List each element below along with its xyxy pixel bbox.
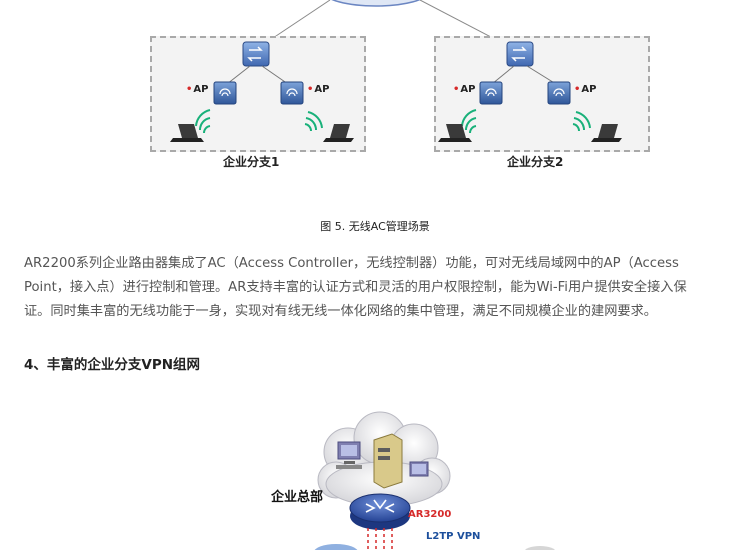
ap-label: •AP [307,84,330,95]
server-icon [373,433,403,489]
laptop-icon [323,124,354,142]
cloud-fragment [524,546,556,550]
cloud-fragment [331,0,421,7]
ap-label: •AP [574,84,597,95]
paragraph-line: AR2200系列企业路由器集成了AC（Access Controller，无线控… [24,256,679,271]
vpn-label: L2TP VPN [426,531,481,542]
router-label: AR3200 [408,509,452,520]
cloud-fragment [314,544,358,550]
figure6-diagram [314,411,556,550]
branch-label-2: 企业分支2 [507,155,564,169]
access-point-icon [547,81,571,105]
paragraph-line: 证。同时集丰富的无线功能于一身，实现对有线无线一体化网络的集中管理，满足不同规模… [24,304,657,319]
body-paragraph: AR2200系列企业路由器集成了AC（Access Controller，无线控… [24,252,729,324]
branch-label-1: 企业分支1 [223,155,280,169]
vpn-tunnel-lines [367,528,393,550]
hq-label: 企业总部 [271,490,324,505]
ap-label: •AP [186,84,209,95]
figure5-devices [170,41,622,142]
section-heading: 4、丰富的企业分支VPN组网 [24,357,201,373]
ap-label: •AP [453,84,476,95]
router-icon [349,493,411,530]
access-point-icon [213,81,237,105]
wifi-waves-icon [195,109,211,134]
wifi-waves-icon [572,111,591,132]
wifi-waves-icon [304,111,323,132]
laptop-icon [591,124,622,142]
figure-caption: 图 5. 无线AC管理场景 [320,220,430,233]
laptop-icon [438,124,472,142]
desktop-pc-icon [336,441,362,469]
laptop-icon [170,124,204,142]
access-point-icon [280,81,304,105]
wifi-waves-icon [461,109,477,134]
switch-icon [506,41,534,67]
access-point-icon [479,81,503,105]
desktop-pc-icon [409,461,429,477]
paragraph-line: Point，接入点）进行控制和管理。AR支持丰富的认证方式和灵活的用户权限控制，… [24,280,687,295]
switch-icon [242,41,270,67]
